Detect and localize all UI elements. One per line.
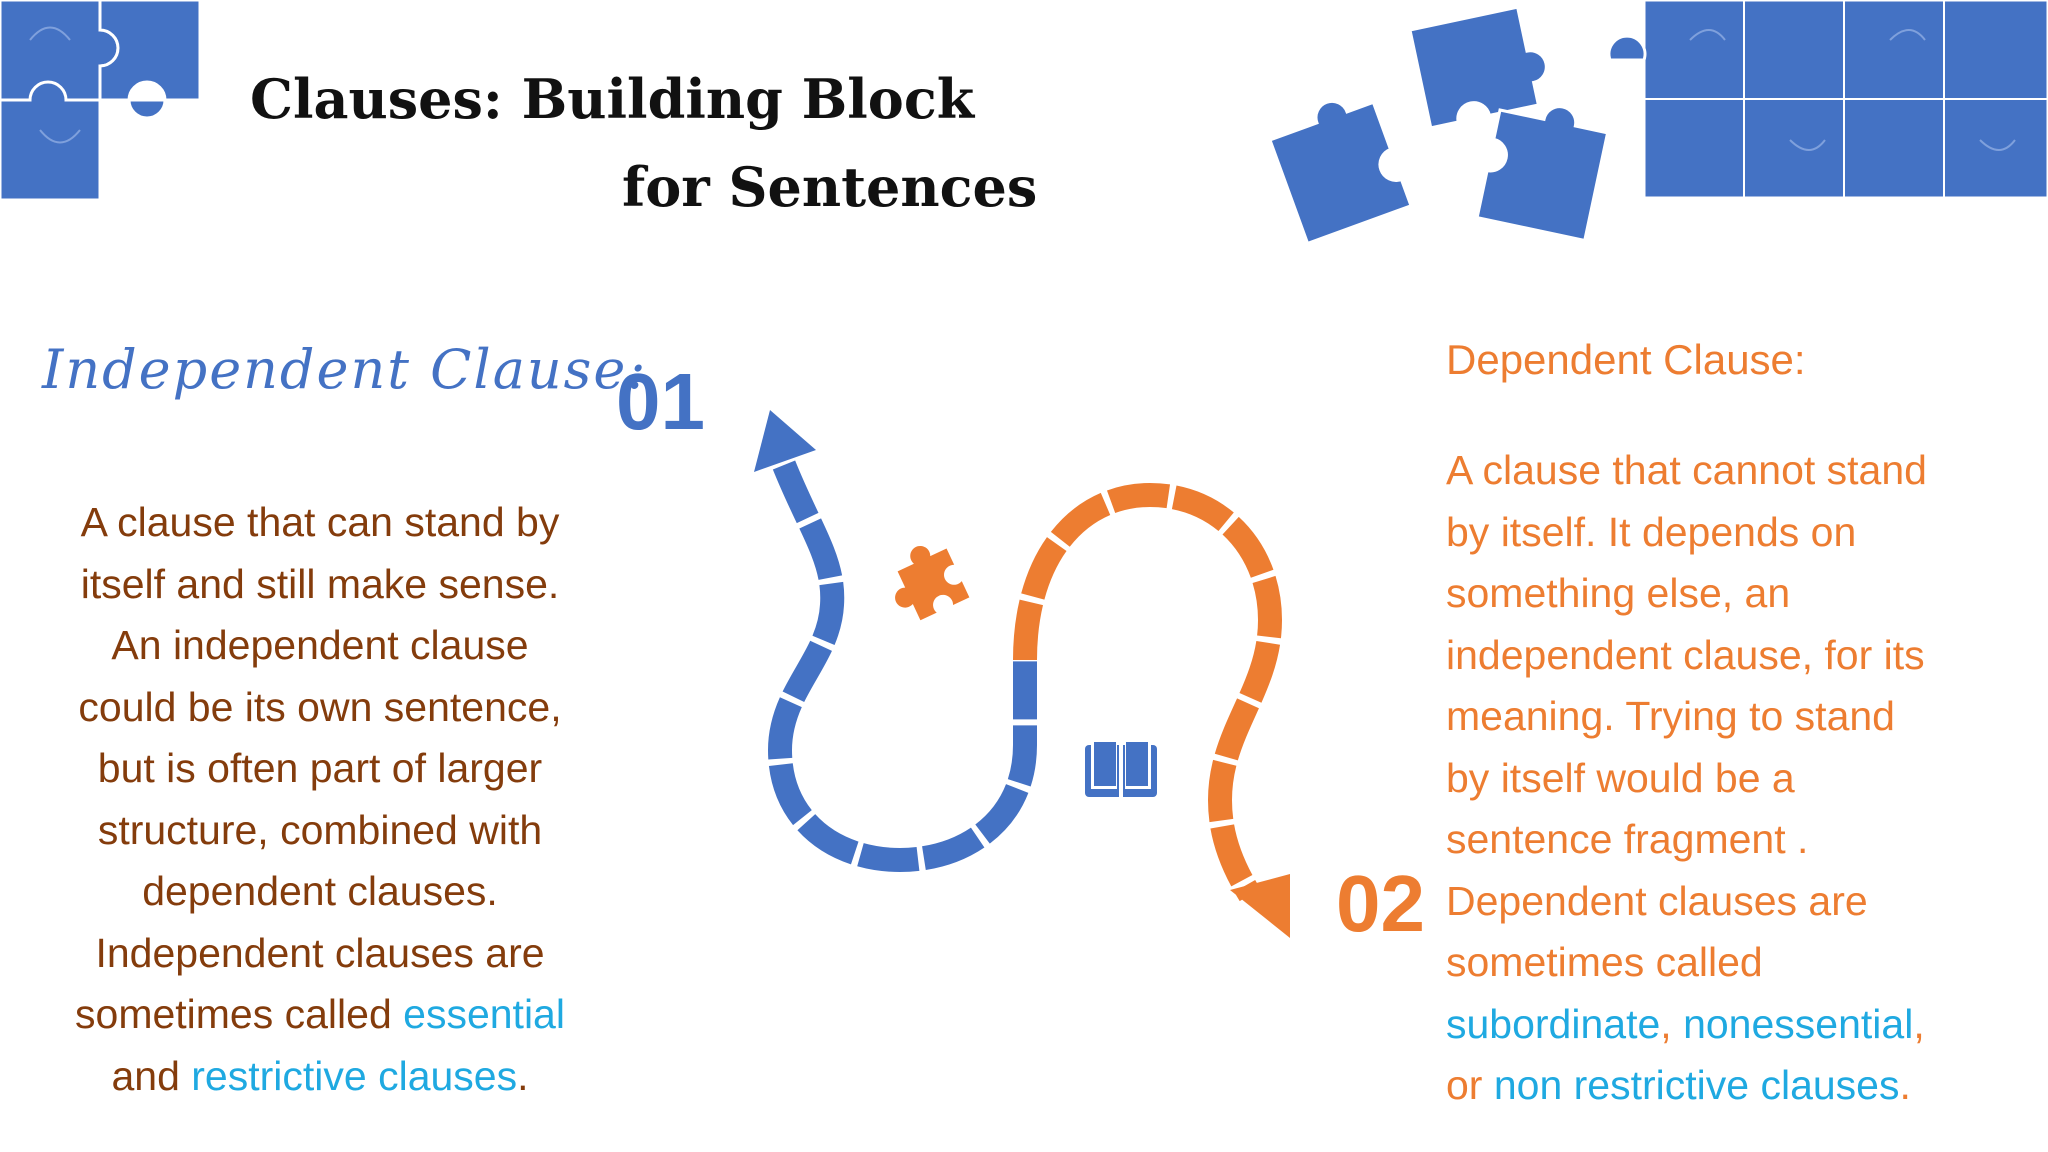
puzzle-decoration-top-right [1268, 0, 2048, 246]
text-fragment: or [1446, 1062, 1494, 1108]
step-number-01: 01 [616, 357, 705, 446]
dependent-clause-text: A clause that cannot stand by itself. It… [1446, 440, 2026, 1117]
text-line: independent clause, for its [1446, 631, 1925, 678]
page-title-line1: Clauses: Building Block [250, 67, 975, 131]
text-line: sentence fragment . [1446, 816, 1809, 862]
puzzle-piece-icon [895, 545, 970, 621]
blue-path [767, 460, 1037, 873]
text-line: something else, an [1446, 570, 1791, 616]
text-fragment: and [111, 1052, 192, 1099]
text-line: sometimes called [1446, 939, 1763, 985]
orange-arrowhead [1230, 874, 1290, 938]
text-fragment: . [517, 1052, 529, 1099]
text-fragment: sometimes called [75, 991, 404, 1037]
term-essential: essential [403, 991, 565, 1037]
text-line: A clause that cannot stand [1446, 447, 1927, 493]
independent-clause-heading: Independent Clause: [42, 338, 648, 401]
text-fragment: , [1660, 1000, 1684, 1047]
term-nonessential: nonessential [1683, 1000, 1914, 1047]
blue-arrowhead [754, 410, 816, 472]
text-line: or non restrictive clauses. [1446, 1055, 2026, 1117]
text-line: by itself would be a [1446, 754, 1795, 801]
text-line: An independent clause [111, 622, 529, 668]
text-line: Dependent clauses are [1446, 877, 1868, 924]
text-line: structure, combined with [97, 806, 543, 853]
dependent-clause-heading: Dependent Clause: [1446, 336, 1806, 383]
text-line: could be its own sentence, [78, 683, 562, 730]
text-line: but is often part of larger [97, 745, 543, 791]
open-book-icon [1085, 739, 1157, 797]
term-subordinate: subordinate [1446, 1000, 1661, 1047]
text-line: Independent clauses are [95, 929, 545, 976]
puzzle-decoration-top-left [0, 0, 202, 202]
step-number-02: 02 [1336, 859, 1425, 948]
term-restrictive-clauses: restrictive clauses [191, 1052, 518, 1099]
text-fragment: , [1913, 1000, 1925, 1047]
text-line: by itself. It depends on [1446, 508, 1857, 555]
orange-path [1013, 482, 1283, 902]
text-line: subordinate, nonessential, [1446, 994, 2026, 1056]
text-line: and restrictive clauses. [30, 1046, 610, 1108]
term-non-restrictive-clauses: non restrictive clauses [1493, 1062, 1900, 1108]
page-title-line2: for Sentences [622, 155, 1038, 219]
text-line: dependent clauses. [142, 868, 498, 914]
text-fragment: . [1899, 1062, 1911, 1108]
independent-clause-text: A clause that can stand by itself and st… [30, 492, 610, 1107]
text-line: sometimes called essential [30, 984, 610, 1046]
clause-path-graphic [754, 410, 1290, 938]
text-line: A clause that can stand by [80, 499, 560, 545]
text-line: meaning. Trying to stand [1446, 693, 1895, 739]
text-line: itself and still make sense. [80, 560, 560, 607]
